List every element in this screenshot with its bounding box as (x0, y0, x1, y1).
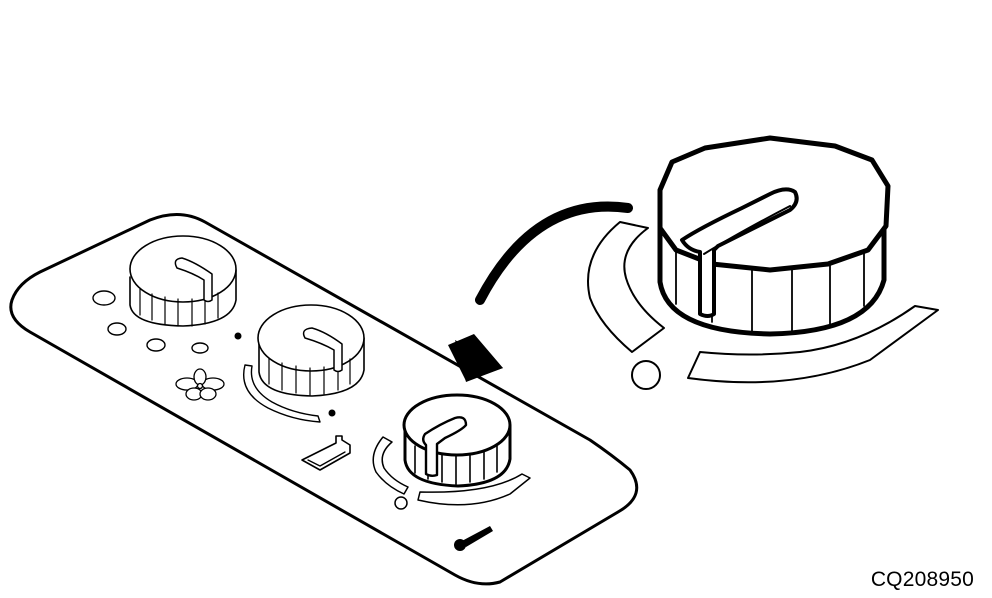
air-direction-scale-arc (243, 364, 321, 423)
control-panel-plate (9, 213, 639, 586)
thermometer-icon (454, 526, 493, 551)
detail-knob-pointer-ridge (680, 187, 799, 318)
fan-icon (175, 368, 225, 401)
indicator-dot (234, 332, 242, 340)
knob-pointer-ridge (302, 327, 343, 373)
detail-scale-bottom (687, 305, 939, 384)
knob-pointer-ridge (422, 416, 468, 477)
detail-temperature-knob (657, 135, 891, 337)
indicator-dot (328, 409, 336, 417)
curved-arrow-icon (448, 201, 633, 382)
air-direction-knob[interactable] (257, 304, 365, 397)
vent-icon (301, 435, 351, 471)
detail-cold-mark (631, 360, 661, 390)
fan-speed-dots (92, 290, 209, 354)
detail-scale-left (587, 221, 665, 353)
temperature-scale-left (372, 436, 409, 495)
temperature-scale-bottom (417, 473, 531, 506)
fan-speed-knob[interactable] (129, 235, 237, 327)
knob-pointer-ridge (174, 257, 213, 303)
figure-id-label: CQ208950 (870, 568, 974, 591)
temperature-knob[interactable] (402, 393, 512, 488)
temperature-cold-mark (394, 496, 408, 510)
